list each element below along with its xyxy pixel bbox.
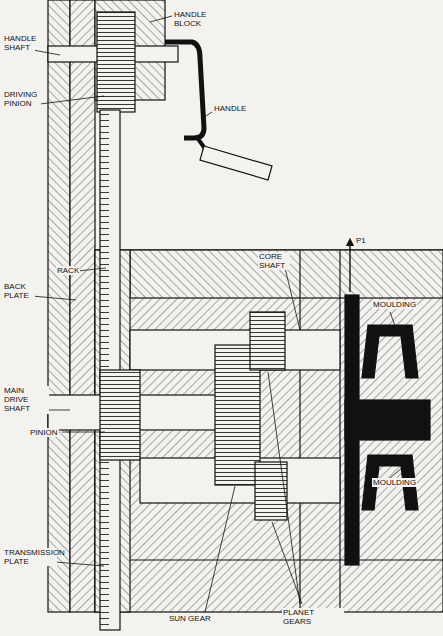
part-label: MOULDING [372,478,417,487]
part-label: P1 [355,236,367,245]
handle-crank [165,42,204,138]
part-label: MAIN DRIVE SHAFT [3,386,49,414]
pinion [100,370,140,460]
moulding-sprue [345,400,430,440]
p1-arrow [349,242,350,292]
plate-line [130,559,443,560]
handle-grip [200,146,272,180]
part-label: HANDLE SHAFT [3,34,35,52]
plate-line [299,250,300,612]
part-label: SUN GEAR [168,614,212,623]
part-label: PINION [29,428,59,437]
mould-block [95,250,443,612]
plate-line [339,250,340,612]
part-label: PLANET GEARS [282,608,344,626]
planet-gear [255,462,287,520]
part-label: MOULDING [372,300,417,309]
part-label: BACK PLATE [3,282,35,300]
moulding [362,455,418,510]
handle-shaft-plate [48,0,70,612]
leaders [32,16,402,612]
driving-pinion [97,12,135,112]
planet-gear [250,312,285,370]
part-label: DRIVING PINION [3,90,41,108]
moulding [362,325,418,378]
back-plate [70,0,95,612]
part-label: HANDLE BLOCK [173,10,235,28]
part-label: TRANSMISSION PLATE [3,548,57,566]
part-label: CORE SHAFT [258,252,290,270]
part-label: RACK [56,266,80,275]
part-label: HANDLE [213,104,247,113]
